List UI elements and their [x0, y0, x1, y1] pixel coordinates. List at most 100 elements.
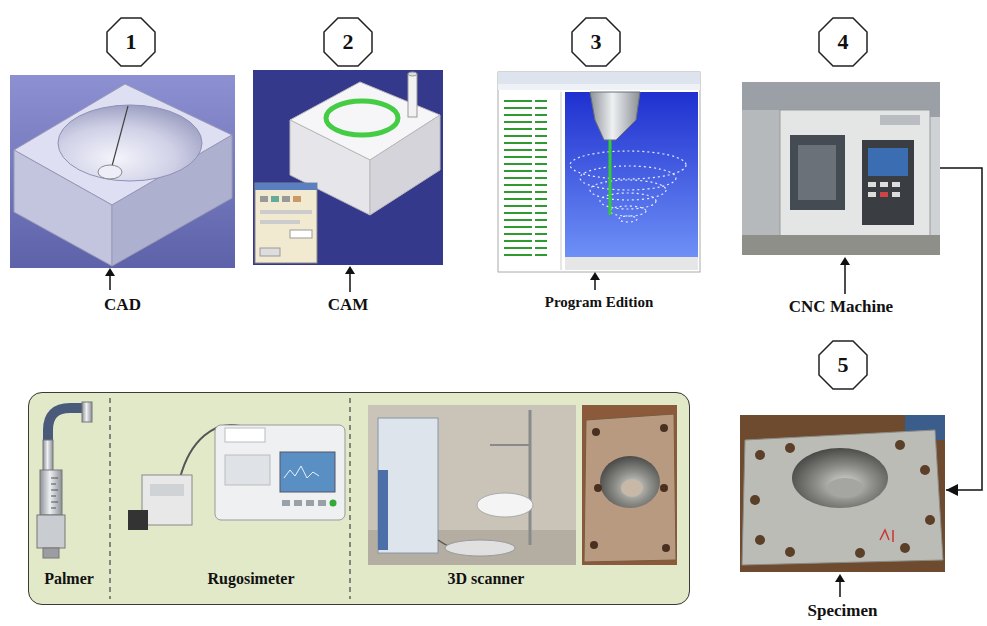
- specimen-picture-part: [827, 478, 863, 498]
- step-picture: Program Edition: [498, 72, 700, 312]
- measurement-panel-picture-part: [150, 484, 184, 496]
- specimen-picture-part: [835, 574, 845, 582]
- measurement-panel-picture-part: [330, 500, 337, 507]
- flow-connector: [940, 168, 982, 490]
- measurement-panel-picture-part: [43, 440, 53, 472]
- octagon-shape: [819, 18, 867, 66]
- measurement-panel-picture-part-part: [51, 508, 56, 509]
- program-picture-part-part: [590, 180, 666, 200]
- measurement-panel-picture-part: [40, 470, 62, 515]
- program-picture-part: [609, 140, 612, 215]
- measurement-panel-picture-part: [82, 402, 92, 422]
- step-caption: CNC Machine: [742, 297, 940, 317]
- measurement-panel-picture-part-part: [592, 428, 600, 436]
- instrument-label: Palmer: [0, 569, 139, 589]
- cam-picture-part: [271, 196, 279, 202]
- measurement-panel-picture-part-part: [51, 502, 58, 503]
- measurement-panel-picture-part-part: [51, 490, 58, 491]
- step-caption: CAD: [10, 295, 235, 315]
- step-picture: CAM: [253, 70, 443, 315]
- measurement-panel-picture-part: [280, 452, 335, 492]
- measurement-panel-picture-part: [225, 428, 265, 442]
- specimen-picture: [740, 415, 945, 597]
- cam-picture-part: [282, 196, 290, 202]
- program-picture-part: [498, 72, 700, 272]
- instrument-label: 3D scanner: [416, 569, 556, 589]
- measurement-panel-picture-part-part: [51, 484, 56, 485]
- callout-number: 2: [323, 17, 373, 67]
- step-picture: Specimen: [740, 415, 945, 623]
- program-picture-part-part: [600, 193, 656, 209]
- measurement-panel-picture-part-part: [662, 544, 670, 552]
- measurement-panel-picture-part: [368, 405, 576, 565]
- measurement-panel-picture-part-part: [51, 496, 56, 497]
- measurement-panel-picture-part: [349, 398, 350, 599]
- callout-number: 3: [571, 17, 621, 67]
- cad-picture-part: [112, 106, 128, 166]
- specimen-picture-part-part: [855, 548, 865, 558]
- measurement-panel-picture-part: [43, 548, 59, 558]
- program-picture-part-part: [570, 151, 686, 179]
- cam-picture-part: [260, 196, 268, 202]
- step-octagon: 2: [323, 17, 373, 67]
- cam-picture-part: [260, 248, 280, 256]
- cnc-machine-picture-part: [798, 145, 836, 200]
- measurement-panel-picture-part-part: [282, 500, 290, 506]
- measurement-panel-picture-part: [109, 398, 110, 599]
- measurement-panel-picture-part: [37, 515, 65, 548]
- measurement-panel: PalmerRugosimeter3D scanner: [28, 392, 690, 605]
- program-picture-part: [565, 257, 698, 270]
- program-picture-part: [590, 272, 600, 280]
- program-picture-part: [565, 92, 698, 257]
- octagon-shape: [819, 341, 867, 389]
- cnc-machine-picture-part: [742, 235, 940, 255]
- cam-picture-part: [408, 72, 417, 76]
- step-octagon: 5: [818, 340, 868, 390]
- specimen-picture-part-part: [785, 443, 795, 453]
- step-picture: CNC Machine: [742, 82, 940, 320]
- octagon-shape: [572, 18, 620, 66]
- measurement-panel-picture-part: [51, 478, 58, 508]
- specimen-picture-part-part: [925, 515, 935, 525]
- specimen-picture-part: [742, 430, 943, 565]
- specimen-picture-part-part: [785, 547, 795, 557]
- callout-number: 5: [818, 340, 868, 390]
- cam-picture-part: [326, 101, 398, 135]
- measurement-panel-picture-part-part: [660, 424, 668, 432]
- cnc-machine-picture-part: [780, 110, 930, 240]
- cam-picture-part: [345, 266, 355, 274]
- measurement-panel-picture-part: [590, 424, 670, 552]
- callout-number: 4: [818, 17, 868, 67]
- cnc-machine-picture-part: [742, 110, 780, 235]
- measurement-panel-picture-part: [378, 470, 388, 550]
- octagon-shape: [107, 18, 155, 66]
- measurement-panel-picture-part: [225, 455, 270, 485]
- program-picture-part: [590, 92, 640, 140]
- measurement-panel-picture-part: [582, 405, 677, 565]
- program-picture-part: [502, 98, 558, 258]
- measurement-panel-picture-part: [142, 475, 192, 525]
- cam-picture-part: [255, 183, 317, 190]
- measurement-panel-picture-part-part: [306, 500, 314, 506]
- measurement-panel-picture-part: [48, 408, 86, 470]
- specimen-picture-part: [792, 448, 888, 508]
- measurement-panel-picture-part: [378, 418, 438, 553]
- measurement-panel-picture-part: [215, 425, 345, 520]
- program-picture-part: [498, 72, 700, 84]
- measurement-panel-picture-part: [584, 414, 676, 562]
- measurement-panel-picture-part: [477, 493, 533, 517]
- cnc-machine-picture-part: [880, 182, 888, 187]
- step-octagon: 3: [571, 17, 621, 67]
- step-octagon: 1: [106, 17, 156, 67]
- specimen-picture-part: [740, 415, 945, 572]
- program-picture-part: [570, 151, 686, 222]
- step-picture: CAD: [10, 75, 235, 315]
- cnc-machine-picture-part: [868, 148, 908, 176]
- callout-number: 1: [106, 17, 156, 67]
- cad-picture-part: [105, 268, 115, 276]
- step-caption: Specimen: [740, 601, 945, 621]
- cam-picture-part: [260, 220, 300, 224]
- specimen-picture-part-part: [900, 543, 910, 553]
- cnc-machine-picture-part: [880, 115, 920, 125]
